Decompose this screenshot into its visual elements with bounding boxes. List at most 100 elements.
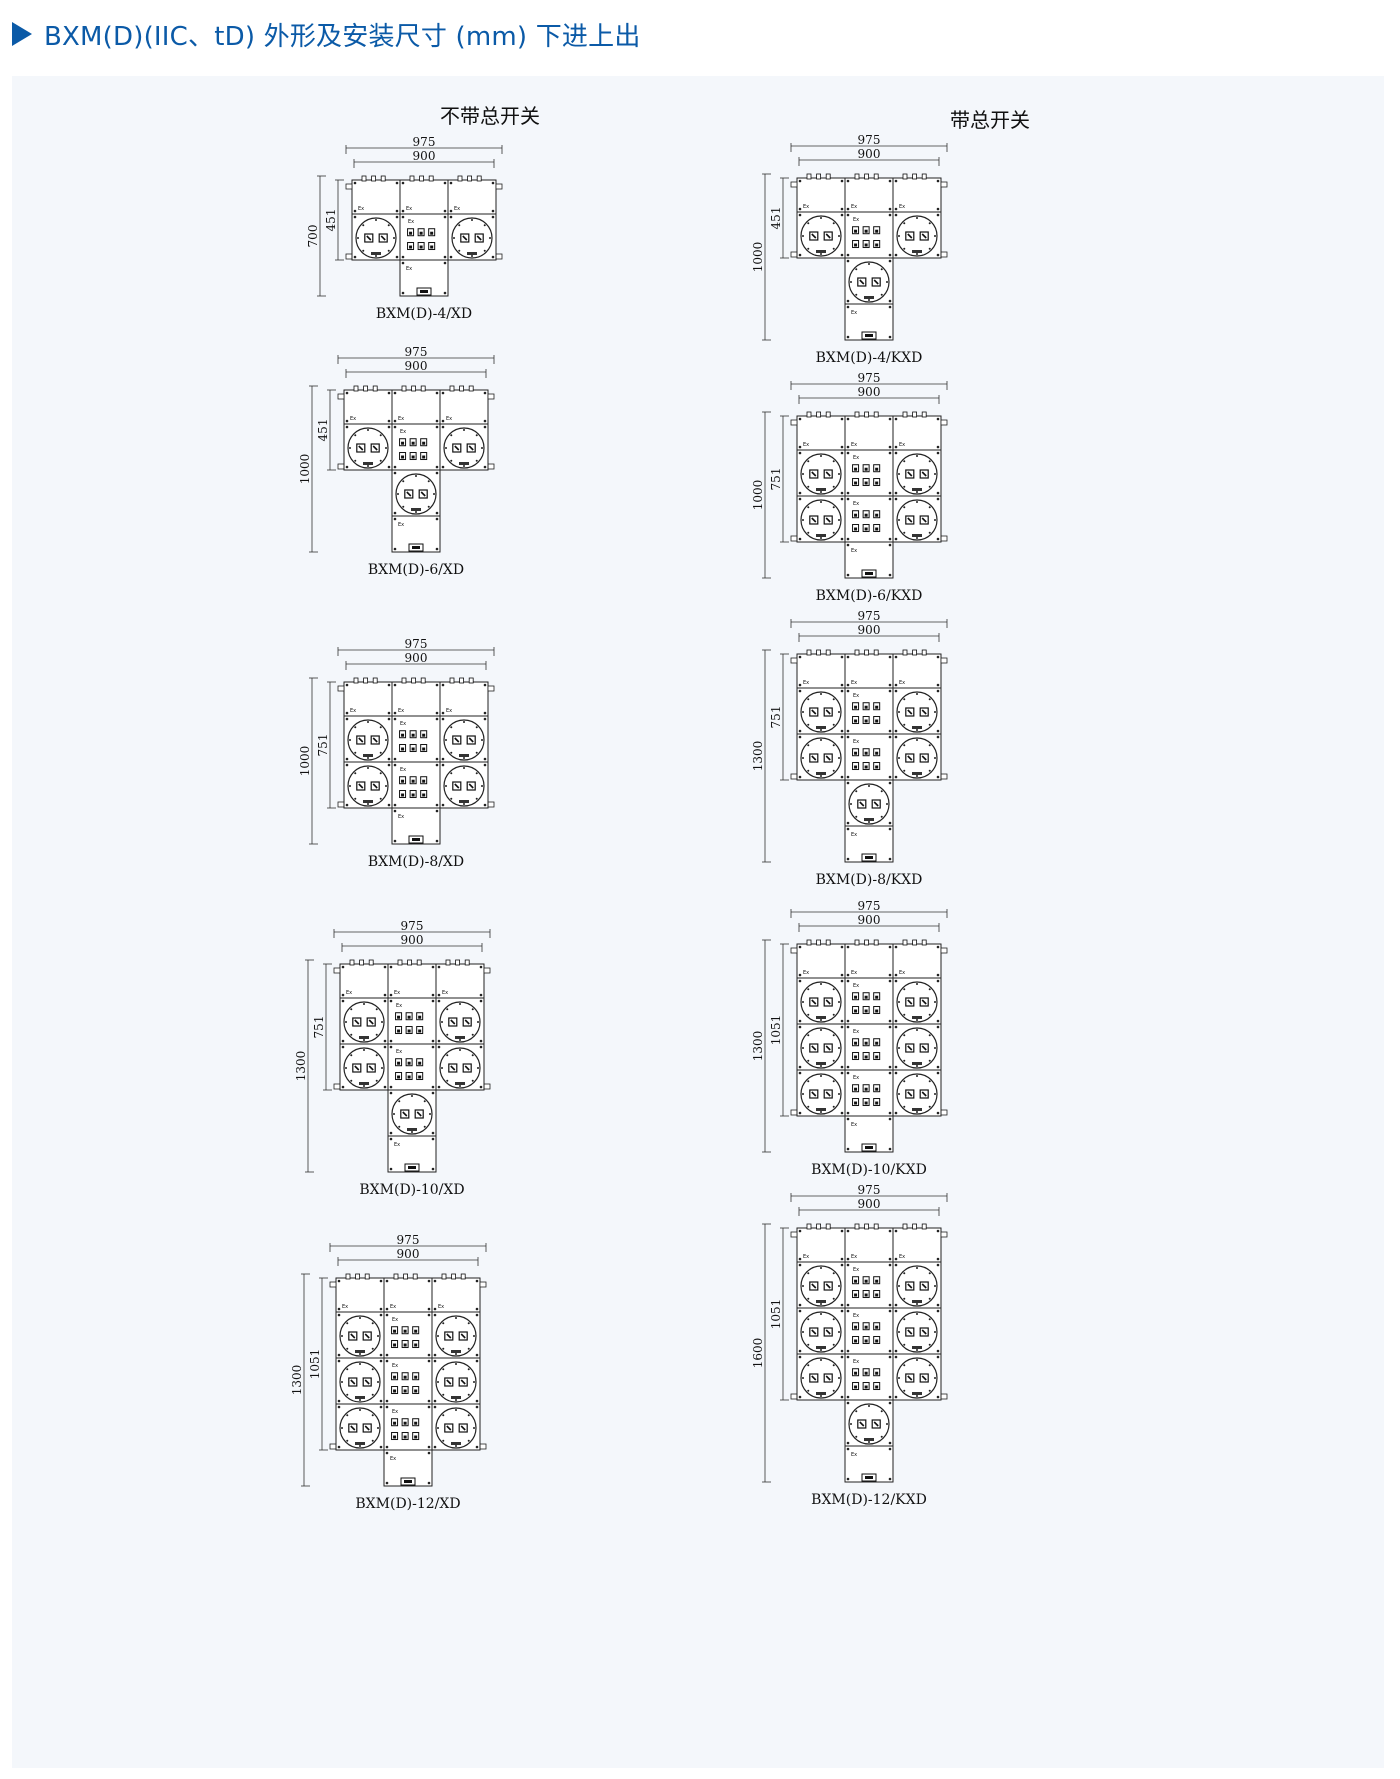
- bolt-icon: [820, 983, 822, 985]
- enclosure-module: [844, 1069, 894, 1117]
- outlet-slot-icon: [825, 233, 831, 239]
- cable-gland-icon: [902, 939, 908, 946]
- dimension-label: 1051: [308, 1349, 322, 1380]
- enclosure-module: [439, 681, 489, 717]
- screw-icon: [846, 1447, 850, 1451]
- mounting-ear-icon: [487, 393, 495, 400]
- mounting-ear-icon: [940, 1393, 948, 1400]
- dimension-label: 975: [858, 609, 881, 623]
- screw-icon: [894, 1111, 898, 1115]
- bolt-icon: [903, 1318, 906, 1321]
- nameplate-icon: [816, 1392, 826, 1395]
- cable-gland-icon: [445, 959, 451, 966]
- screw-icon: [443, 291, 447, 295]
- cable-gland-icon: [455, 959, 461, 966]
- outlet-slot-icon: [416, 1111, 422, 1117]
- bolt-icon: [445, 785, 447, 787]
- screw-icon: [798, 683, 802, 687]
- bolt-icon: [371, 1368, 374, 1371]
- screw-icon: [846, 1309, 850, 1313]
- screw-icon: [798, 1355, 802, 1359]
- mounting-ear-icon: [483, 967, 491, 974]
- breaker-lever-icon: [407, 1029, 411, 1033]
- mounting-ear-icon: [790, 947, 798, 954]
- bolt-icon: [832, 1343, 835, 1346]
- screw-icon: [483, 763, 487, 767]
- screw-icon: [888, 543, 892, 547]
- bolt-icon: [475, 459, 478, 462]
- outlet-slot-icon: [907, 709, 913, 715]
- screw-icon: [894, 1025, 898, 1029]
- screw-icon: [393, 763, 397, 767]
- screw-icon: [888, 253, 892, 257]
- model-caption: BXM(D)-12/XD: [355, 1496, 460, 1512]
- breaker-lever-icon: [430, 231, 434, 235]
- screw-icon: [840, 1111, 844, 1115]
- cable-gland-icon: [363, 677, 368, 684]
- bolt-icon: [467, 1439, 470, 1442]
- cable-gland-icon: [816, 173, 821, 180]
- breaker-lever-icon: [854, 243, 858, 247]
- breaker-lever-icon: [403, 1343, 407, 1347]
- screw-icon: [345, 757, 349, 761]
- screw-icon: [475, 1445, 479, 1449]
- breaker-lever-icon: [407, 1015, 411, 1019]
- enclosure-module: [387, 1043, 437, 1091]
- cable-gland-icon: [449, 385, 455, 392]
- screw-icon: [936, 1025, 940, 1029]
- bolt-icon: [820, 1313, 822, 1315]
- screw-icon: [798, 445, 802, 449]
- screw-icon: [431, 965, 435, 969]
- bolt-icon: [359, 1363, 361, 1365]
- bolt-icon: [916, 1395, 918, 1397]
- bolt-icon: [820, 729, 822, 731]
- bolt-icon: [916, 455, 918, 457]
- screw-icon: [840, 497, 844, 501]
- screw-icon: [840, 945, 844, 949]
- outlet-slot-icon: [811, 1375, 817, 1381]
- dimension-label: 751: [769, 468, 783, 491]
- outlet-slot-icon: [907, 517, 913, 523]
- nameplate-icon: [912, 1392, 922, 1395]
- nameplate-icon: [912, 726, 922, 729]
- cable-gland-icon: [873, 1223, 879, 1230]
- socket-cover-icon: [896, 1073, 938, 1115]
- nameplate-icon: [912, 1062, 922, 1065]
- screw-icon: [435, 511, 439, 515]
- bolt-icon: [379, 751, 382, 754]
- screw-icon: [888, 1071, 892, 1075]
- screw-icon: [393, 683, 397, 687]
- screw-icon: [389, 993, 393, 997]
- socket-cover-icon: [343, 1047, 385, 1089]
- outlet-slot-icon: [454, 783, 460, 789]
- breaker-lever-icon: [875, 1325, 879, 1329]
- breaker-lever-icon: [875, 1279, 879, 1283]
- screw-icon: [353, 181, 357, 185]
- bolt-icon: [359, 1445, 361, 1447]
- outlet-slot-icon: [825, 1045, 831, 1051]
- socket-cover-icon: [848, 261, 890, 303]
- bolt-icon: [903, 1364, 906, 1367]
- bolt-icon: [928, 1318, 931, 1321]
- bolt-icon: [463, 429, 465, 431]
- model-caption: BXM(D)-8/XD: [368, 854, 464, 870]
- mounting-ear-icon: [487, 801, 495, 808]
- screw-icon: [846, 1025, 850, 1029]
- ex-mark-icon: Ex: [851, 442, 857, 448]
- screw-icon: [936, 253, 940, 257]
- dimension-label: 975: [405, 637, 428, 651]
- screw-icon: [846, 775, 850, 779]
- cable-gland-icon: [345, 1273, 351, 1280]
- model-caption: BXM(D)-8/KXD: [816, 872, 923, 888]
- outlet-slot-icon: [468, 783, 474, 789]
- screw-icon: [846, 973, 850, 977]
- screw-icon: [840, 417, 844, 421]
- bolt-icon: [463, 721, 465, 723]
- screw-icon: [337, 1353, 341, 1357]
- bolt-icon: [471, 255, 473, 257]
- screw-icon: [846, 1349, 850, 1353]
- breaker-lever-icon: [864, 1055, 868, 1059]
